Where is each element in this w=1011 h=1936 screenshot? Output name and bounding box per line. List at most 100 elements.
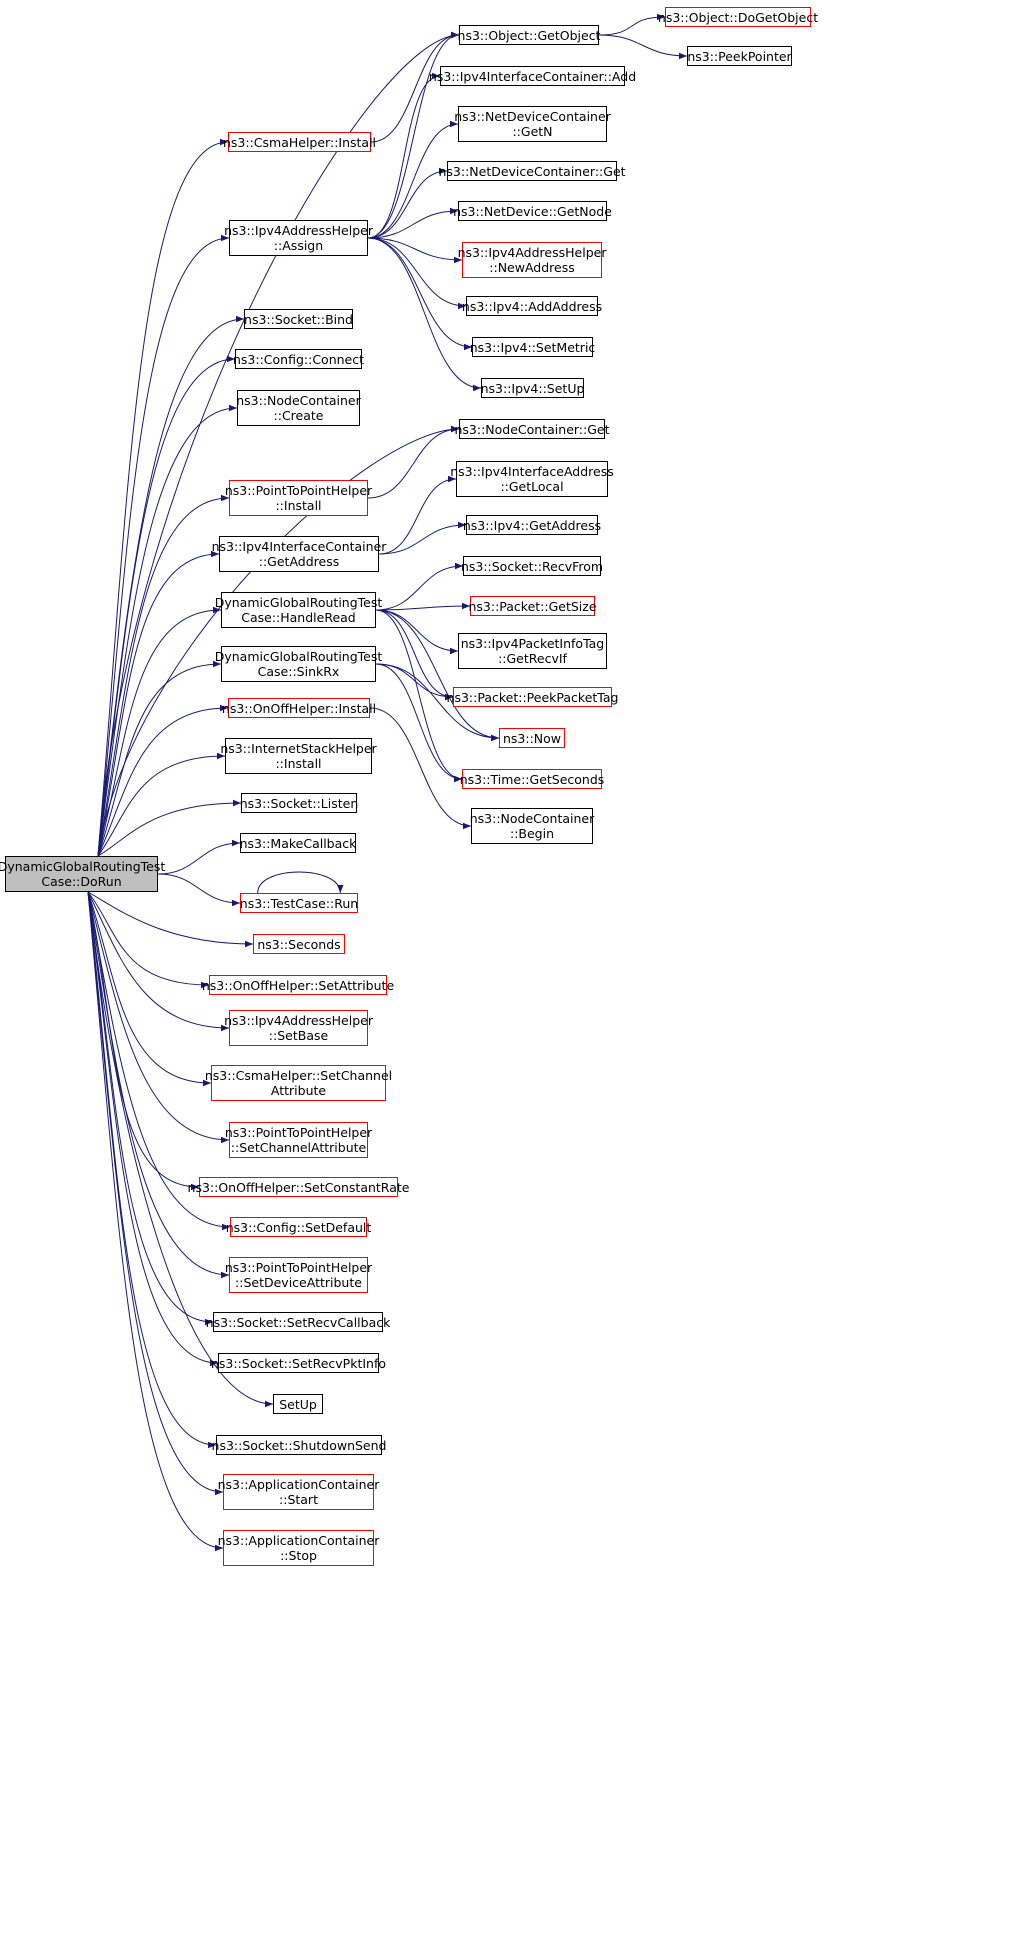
call-edge-root-to-ipv4ic_getaddr — [97, 550, 220, 857]
call-edge-root-to-sinkrx — [97, 660, 222, 857]
call-edge-handleread-to-socket_recvfrom — [375, 562, 464, 611]
node-ipv4-setmetric[interactable]: ns3::Ipv4::SetMetric — [470, 337, 595, 357]
call-edge-p2p_install-to-nc_get — [367, 425, 460, 499]
node-onoff-setattr[interactable]: ns3::OnOffHelper::SetAttribute — [202, 975, 394, 995]
node-ipv4ic-add[interactable]: ns3::Ipv4InterfaceContainer::Add — [429, 66, 636, 86]
call-edge-root-to-p2p_setchattr — [87, 891, 230, 1144]
node-label-line: ns3::Config::SetDefault — [225, 1219, 372, 1235]
node-label-line: ns3::OnOffHelper::SetAttribute — [201, 977, 395, 993]
node-label-line: ns3::ApplicationContainer — [217, 1477, 380, 1492]
node-packet-getsize[interactable]: ns3::Packet::GetSize — [468, 596, 597, 616]
node-label-line: ns3::NetDeviceContainer::Get — [438, 163, 626, 179]
call-edge-root-to-socket_shutdown — [87, 891, 217, 1449]
node-ipv4ah-assign[interactable]: ns3::Ipv4AddressHelper::Assign — [224, 220, 373, 256]
node-label-line: ns3::Socket::RecvFrom — [460, 558, 604, 574]
node-peekptr[interactable]: ns3::PeekPointer — [687, 46, 792, 66]
node-ipv4ah-newaddr[interactable]: ns3::Ipv4AddressHelper::NewAddress — [458, 242, 606, 278]
node-setup[interactable]: SetUp — [273, 1394, 323, 1414]
call-edge-ipv4ah_assign-to-ipv4ah_newaddr — [367, 237, 463, 264]
node-label-line: ns3::Config::Connect — [232, 351, 365, 367]
call-edge-ipv4ah_assign-to-ipv4_setup — [367, 237, 482, 392]
call-edge-handleread-to-time_getsec — [375, 609, 463, 783]
call-edge-handleread-to-now — [375, 609, 500, 742]
call-edge-ipv4ah_assign-to-ipv4_addaddr — [367, 237, 467, 310]
node-label-line: ns3::NodeContainer — [236, 393, 361, 408]
node-p2p-setchattr[interactable]: ns3::PointToPointHelper::SetChannelAttri… — [225, 1122, 372, 1158]
node-nc-get[interactable]: ns3::NodeContainer::Get — [455, 419, 610, 439]
node-ipv4ah-setbase[interactable]: ns3::Ipv4AddressHelper::SetBase — [224, 1010, 373, 1046]
node-ish-install[interactable]: ns3::InternetStackHelper::Install — [220, 738, 377, 774]
node-seconds[interactable]: ns3::Seconds — [253, 934, 345, 954]
node-label-line: ns3::NodeContainer::Get — [454, 421, 610, 437]
node-makecallback[interactable]: ns3::MakeCallback — [240, 833, 356, 853]
node-config-connect[interactable]: ns3::Config::Connect — [232, 349, 365, 369]
node-socket-listen[interactable]: ns3::Socket::Listen — [240, 793, 358, 813]
node-appc-stop[interactable]: ns3::ApplicationContainer::Stop — [218, 1530, 379, 1566]
node-label-line: ns3::Ipv4::AddAddress — [461, 298, 603, 314]
node-appc-start[interactable]: ns3::ApplicationContainer::Start — [218, 1474, 379, 1510]
node-socket-setrecvcb[interactable]: ns3::Socket::SetRecvCallback — [206, 1312, 390, 1332]
node-label-line: ns3::OnOffHelper::Install — [221, 700, 377, 716]
node-label-line: ::GetLocal — [500, 479, 564, 494]
node-label-line: ns3::Socket::ShutdownSend — [211, 1437, 387, 1453]
node-obj-doget[interactable]: ns3::Object::DoGetObject — [658, 7, 818, 27]
node-label-line: ns3::TestCase::Run — [239, 895, 359, 911]
call-edge-root-to-p2p_install — [97, 494, 230, 857]
call-edge-obj_get-to-obj_doget — [598, 13, 666, 36]
node-ipv4-addaddr[interactable]: ns3::Ipv4::AddAddress — [462, 296, 602, 316]
call-edge-root-to-ish_install — [97, 752, 226, 857]
node-label-line: DynamicGlobalRoutingTest — [0, 859, 166, 874]
node-label-line: ns3::Ipv4InterfaceContainer::Add — [428, 68, 637, 84]
node-testcase-run[interactable]: ns3::TestCase::Run — [240, 893, 358, 913]
node-packet-peektag[interactable]: ns3::Packet::PeekPacketTag — [447, 687, 618, 707]
node-p2p-setdevattr[interactable]: ns3::PointToPointHelper::SetDeviceAttrib… — [225, 1257, 372, 1293]
node-nc-begin[interactable]: ns3::NodeContainer::Begin — [470, 808, 594, 844]
node-label-line: ::GetN — [512, 124, 553, 139]
node-config-setdefault[interactable]: ns3::Config::SetDefault — [226, 1217, 371, 1237]
node-onoff-setrate[interactable]: ns3::OnOffHelper::SetConstantRate — [188, 1177, 409, 1197]
node-ipv4-getaddr[interactable]: ns3::Ipv4::GetAddress — [463, 515, 601, 535]
node-socket-shutdown[interactable]: ns3::Socket::ShutdownSend — [212, 1435, 386, 1455]
node-label-line: ns3::Object::DoGetObject — [657, 9, 819, 25]
node-ipv4ic-getaddr[interactable]: ns3::Ipv4InterfaceContainer::GetAddress — [212, 536, 386, 572]
node-label-line: ns3::Packet::PeekPacketTag — [446, 689, 619, 705]
node-label-line: ns3::Socket::SetRecvCallback — [205, 1314, 391, 1330]
node-obj-get[interactable]: ns3::Object::GetObject — [458, 25, 600, 45]
node-time-getsec[interactable]: ns3::Time::GetSeconds — [460, 769, 604, 789]
node-label-line: ns3::InternetStackHelper — [220, 741, 377, 756]
node-label-line: ns3::Ipv4AddressHelper — [457, 245, 607, 260]
call-edge-root-to-appc_start — [87, 891, 224, 1496]
call-edge-csma_install-to-obj_get — [370, 31, 460, 143]
node-label-line: ::GetRecvIf — [498, 651, 567, 666]
node-socket-recvfrom[interactable]: ns3::Socket::RecvFrom — [460, 556, 604, 576]
node-label-line: ::Install — [275, 498, 322, 513]
node-onoff-install[interactable]: ns3::OnOffHelper::Install — [222, 698, 376, 718]
node-ndc-get[interactable]: ns3::NetDeviceContainer::Get — [438, 161, 626, 181]
node-ipv4ia-getlocal[interactable]: ns3::Ipv4InterfaceAddress::GetLocal — [450, 461, 614, 497]
call-edge-root-to-ipv4ah_assign — [97, 234, 230, 857]
node-now[interactable]: ns3::Now — [499, 728, 565, 748]
call-edge-root-to-csma_setchattr — [87, 891, 212, 1087]
node-label-line: ::SetBase — [268, 1028, 329, 1043]
node-nc-create[interactable]: ns3::NodeContainer::Create — [236, 390, 361, 426]
call-edge-obj_get-to-peekptr — [598, 34, 688, 60]
call-edge-ipv4ah_assign-to-ndc_getn — [367, 120, 459, 239]
node-socket-bind[interactable]: ns3::Socket::Bind — [244, 309, 353, 329]
node-p2p-install[interactable]: ns3::PointToPointHelper::Install — [225, 480, 372, 516]
node-csma-install[interactable]: ns3::CsmaHelper::Install — [223, 132, 376, 152]
call-edge-root-to-testcase_run — [157, 873, 241, 907]
call-edge-handleread-to-packet_peektag — [375, 609, 454, 701]
node-label-line: ns3::Ipv4::SetUp — [480, 380, 585, 396]
node-ipv4-setup[interactable]: ns3::Ipv4::SetUp — [481, 378, 584, 398]
node-ndc-getn[interactable]: ns3::NetDeviceContainer::GetN — [454, 106, 611, 142]
node-ipv4pit-getrecvif[interactable]: ns3::Ipv4PacketInfoTag::GetRecvIf — [458, 633, 607, 669]
call-edge-root-to-p2p_setdevattr — [87, 891, 230, 1279]
node-label-line: ::Begin — [509, 826, 555, 841]
node-nd-getnode[interactable]: ns3::NetDevice::GetNode — [453, 201, 612, 221]
node-socket-setrecvpkt[interactable]: ns3::Socket::SetRecvPktInfo — [211, 1353, 386, 1373]
node-label-line: ns3::PointToPointHelper — [224, 483, 373, 498]
